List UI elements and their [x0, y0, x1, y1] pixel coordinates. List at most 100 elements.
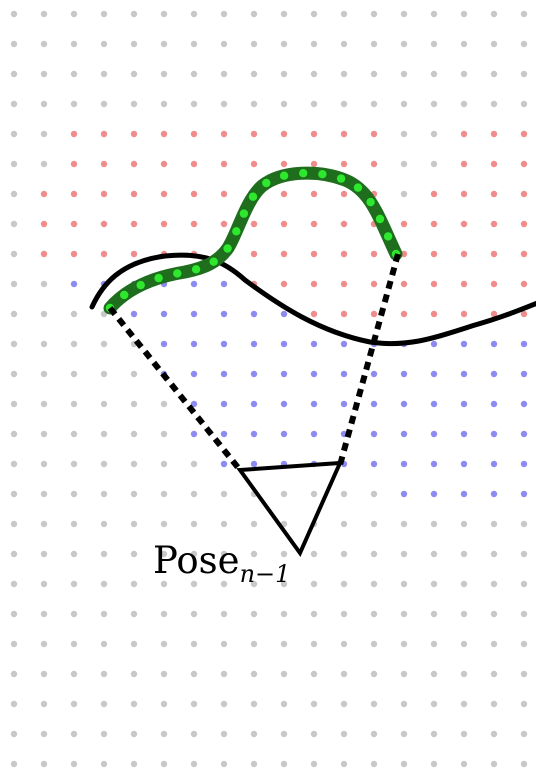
grid-dot	[100, 490, 108, 498]
grid-dot	[250, 40, 258, 48]
grid-dot	[250, 550, 258, 558]
grid-dot	[520, 40, 528, 48]
grid-dot	[400, 580, 408, 588]
free-dot	[400, 460, 408, 468]
grid-dot	[310, 580, 318, 588]
occupied-dot	[70, 130, 78, 138]
grid-dot	[400, 160, 408, 168]
free-dot	[220, 370, 228, 378]
grid-dot	[10, 550, 18, 558]
free-dot	[340, 340, 348, 348]
grid-dot	[340, 640, 348, 648]
observed-point	[173, 269, 182, 278]
grid-dot	[460, 760, 468, 768]
grid-dot	[40, 460, 48, 468]
grid-dot	[10, 370, 18, 378]
grid-dot	[430, 40, 438, 48]
grid-dot	[400, 40, 408, 48]
grid-dot	[100, 520, 108, 528]
grid-dot	[40, 520, 48, 528]
grid-dot	[190, 40, 198, 48]
grid-dot	[400, 70, 408, 78]
grid-dot	[430, 580, 438, 588]
free-dot	[370, 430, 378, 438]
occupied-dot	[340, 310, 348, 318]
grid-dot	[160, 670, 168, 678]
grid-dot	[460, 730, 468, 738]
grid-dot	[370, 580, 378, 588]
grid-dot	[130, 430, 138, 438]
grid-dot	[10, 490, 18, 498]
occupied-dot	[130, 160, 138, 168]
grid-dot	[10, 430, 18, 438]
grid-dot	[40, 40, 48, 48]
grid-dot	[520, 760, 528, 768]
free-dot	[430, 400, 438, 408]
grid-dot	[40, 490, 48, 498]
grid-dot	[70, 70, 78, 78]
grid-dot	[70, 640, 78, 648]
occupied-dot	[460, 310, 468, 318]
grid-dot	[400, 610, 408, 618]
grid-dot	[190, 610, 198, 618]
grid-dot	[100, 400, 108, 408]
grid-dot	[160, 400, 168, 408]
grid-dot	[40, 640, 48, 648]
grid-dot	[100, 730, 108, 738]
grid-dot	[340, 760, 348, 768]
free-dot	[430, 460, 438, 468]
grid-dot	[340, 670, 348, 678]
occupied-dot	[100, 220, 108, 228]
free-dot	[490, 430, 498, 438]
sensor-ray-right	[337, 253, 401, 466]
occupied-dot	[460, 280, 468, 288]
free-dot	[70, 280, 78, 288]
free-dot	[490, 400, 498, 408]
grid-dot	[220, 730, 228, 738]
occupied-dot	[190, 160, 198, 168]
free-dot	[190, 370, 198, 378]
grid-dot	[310, 730, 318, 738]
grid-dot	[160, 580, 168, 588]
free-dot	[400, 490, 408, 498]
grid-dot	[460, 640, 468, 648]
grid-dot	[340, 580, 348, 588]
grid-dot	[430, 70, 438, 78]
grid-dot	[160, 640, 168, 648]
occupied-dot	[310, 130, 318, 138]
observed-point	[336, 174, 346, 183]
occupied-dot	[520, 280, 528, 288]
occupied-dot	[490, 220, 498, 228]
observed-point	[154, 273, 163, 283]
grid-dot	[520, 640, 528, 648]
occupied-dot	[280, 250, 288, 258]
observed-point	[136, 280, 145, 290]
grid-dot	[490, 640, 498, 648]
occupied-dot	[310, 280, 318, 288]
grid-dot	[40, 610, 48, 618]
occupied-dot	[490, 160, 498, 168]
grid-dot	[100, 580, 108, 588]
grid-dot	[220, 10, 228, 18]
grid-dot	[70, 40, 78, 48]
grid-dot	[310, 700, 318, 708]
occupied-dot	[220, 130, 228, 138]
grid-dot	[220, 700, 228, 708]
grid-dot	[220, 520, 228, 528]
grid-dot	[490, 100, 498, 108]
free-dot	[460, 370, 468, 378]
grid-dot	[10, 100, 18, 108]
grid-dot	[130, 550, 138, 558]
grid-dot	[130, 400, 138, 408]
grid-dot	[280, 550, 288, 558]
grid-dot	[130, 730, 138, 738]
grid-dot	[490, 520, 498, 528]
grid-dot	[400, 520, 408, 528]
occupied-dot	[340, 130, 348, 138]
observed-point	[383, 232, 393, 241]
grid-dot	[10, 580, 18, 588]
free-dot	[190, 280, 198, 288]
grid-dot	[70, 10, 78, 18]
grid-dot	[40, 580, 48, 588]
occupied-dot	[430, 280, 438, 288]
